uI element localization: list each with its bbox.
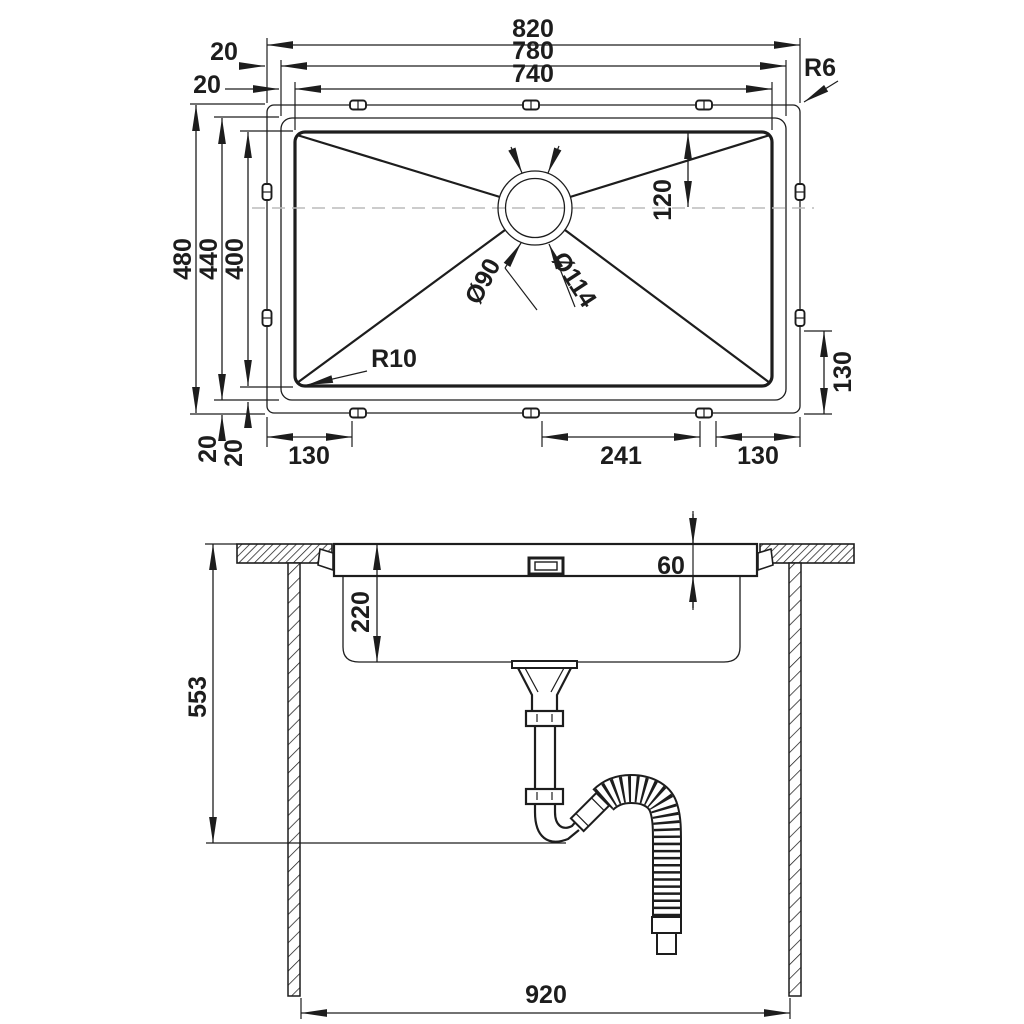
dim-920-label: 920 <box>525 981 567 1009</box>
dim-820-label: 820 <box>512 15 554 43</box>
dim-r6-label: R6 <box>804 54 836 82</box>
dim-400-label: 400 <box>221 238 249 280</box>
dim-drain-outer-label: Ø114 <box>546 247 602 312</box>
bottom-dimensions: 130 241 130 <box>266 417 801 470</box>
dim-60: 60 <box>657 511 697 610</box>
dim-130-left-label: 130 <box>288 442 330 470</box>
dim-220: 220 <box>347 544 381 662</box>
bowl-diagonals <box>296 133 771 384</box>
drain-circle <box>497 170 573 246</box>
dim-r10-label: R10 <box>371 345 417 373</box>
dim-220-label: 220 <box>347 591 375 633</box>
right-side-dimension: 130 <box>804 330 857 415</box>
radius-callouts: R6 R10 <box>306 54 839 386</box>
dim-offset-bottom-2-label: 20 <box>220 439 248 467</box>
dim-offset-bottom-1-label: 20 <box>194 435 222 463</box>
countertop <box>205 543 855 564</box>
left-height-dimensions: 480 440 400 20 20 <box>169 103 293 467</box>
top-view: Ø90 Ø114 120 820 780 740 20 20 <box>169 15 857 470</box>
dim-60-label: 60 <box>657 552 685 580</box>
dim-130-right-label: 130 <box>829 351 857 393</box>
dim-120-label: 120 <box>649 179 677 221</box>
dim-553: 553 <box>184 544 566 844</box>
drain-plumbing <box>511 660 682 955</box>
dim-740-label: 740 <box>512 60 554 88</box>
dim-780-label: 780 <box>512 37 554 65</box>
dim-drain-inner-label: Ø90 <box>460 254 507 309</box>
mounting-clips <box>261 99 806 419</box>
sink-section-rim <box>317 542 774 578</box>
dim-offset-top-1-label: 20 <box>210 38 238 66</box>
flexible-hose <box>592 773 682 917</box>
dim-440-label: 440 <box>195 238 223 280</box>
basin-profile <box>342 576 741 663</box>
dim-480-label: 480 <box>169 238 197 280</box>
hose-end-stub <box>656 932 677 955</box>
cabinet-walls <box>287 562 802 997</box>
hose-end-nut <box>651 916 682 934</box>
hose-union-nut <box>569 791 611 833</box>
dim-130-bottom-right-label: 130 <box>737 442 779 470</box>
section-view: 60 220 553 920 <box>184 511 855 1019</box>
top-width-dimensions: 820 780 740 20 20 <box>193 15 801 130</box>
dim-553-label: 553 <box>184 676 212 718</box>
drain-dimension-leaders <box>503 145 576 311</box>
dim-241-label: 241 <box>600 442 642 470</box>
dim-offset-top-2-label: 20 <box>193 71 221 99</box>
dim-920: 920 <box>300 981 791 1019</box>
dim-120: 120 <box>649 133 692 221</box>
